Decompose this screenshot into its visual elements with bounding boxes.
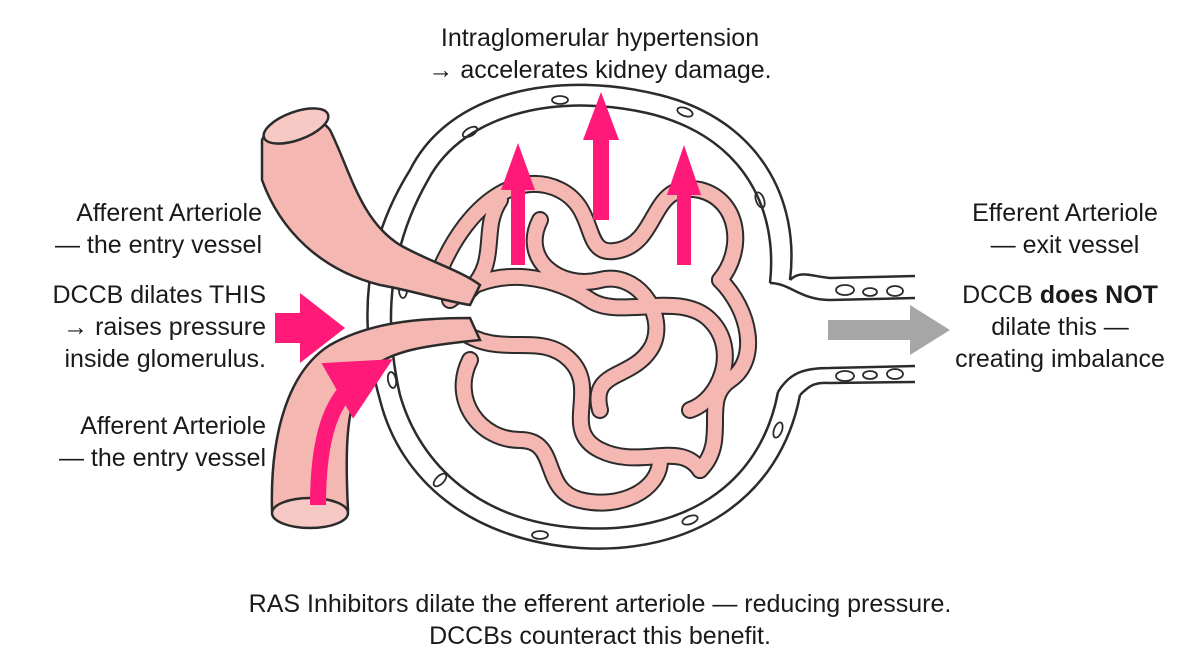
dccb-effect-label: DCCB dilates THIS → raises pressure insi… bbox=[10, 279, 267, 375]
afferent-label-top: Afferent Arteriole — the entry vessel bbox=[10, 197, 262, 261]
dccb-no-effect-line1: DCCB does NOT bbox=[930, 279, 1190, 311]
efferent-arrow bbox=[828, 305, 950, 355]
efferent-line1: Efferent Arteriole bbox=[972, 199, 1158, 227]
dccb-no-effect-prefix: DCCB bbox=[962, 281, 1040, 309]
afferent-label-bottom: Afferent Arteriole — the entry vessel bbox=[10, 410, 266, 474]
afferent-bottom-line1: Afferent Arteriole bbox=[80, 412, 266, 440]
pressure-arrow-center bbox=[583, 92, 619, 220]
pressure-arrows bbox=[501, 92, 701, 265]
capillary-tuft bbox=[431, 174, 758, 512]
dccb-effect-line3: inside glomerulus. bbox=[64, 345, 267, 373]
top-note: Intraglomerular hypertension → accelerat… bbox=[400, 22, 800, 86]
dccb-dilation-arrow bbox=[275, 293, 345, 363]
bottom-note: RAS Inhibitors dilate the efferent arter… bbox=[100, 588, 1100, 652]
afferent-flow-arrow bbox=[310, 359, 393, 506]
bottom-note-line1: RAS Inhibitors dilate the efferent arter… bbox=[248, 590, 952, 618]
bottom-note-line2: DCCBs counteract this benefit. bbox=[429, 622, 771, 650]
bowmans-capsule bbox=[366, 83, 802, 550]
pressure-arrow-left bbox=[501, 143, 535, 265]
afferent-top-line2: — the entry vessel bbox=[54, 231, 262, 259]
dccb-no-effect-line3: creating imbalance bbox=[955, 345, 1165, 373]
efferent-arteriole bbox=[769, 273, 916, 396]
dccb-no-effect-bold: does NOT bbox=[1039, 281, 1158, 309]
afferent-arteriole-upper bbox=[260, 107, 482, 307]
dccb-no-effect-label: DCCB does NOT dilate this — creating imb… bbox=[930, 279, 1190, 375]
dccb-effect-line1: DCCB dilates THIS bbox=[52, 281, 267, 309]
top-note-line1: Intraglomerular hypertension bbox=[440, 24, 760, 52]
efferent-line2: — exit vessel bbox=[990, 231, 1140, 259]
dccb-effect-line2: → raises pressure bbox=[63, 313, 266, 341]
dccb-no-effect-line2: dilate this — bbox=[991, 313, 1129, 341]
afferent-top-line1: Afferent Arteriole bbox=[76, 199, 262, 227]
afferent-bottom-line2: — the entry vessel bbox=[58, 444, 266, 472]
pressure-arrow-right bbox=[667, 145, 701, 265]
top-note-line2: → accelerates kidney damage. bbox=[428, 56, 772, 84]
efferent-label: Efferent Arteriole — exit vessel bbox=[940, 197, 1190, 261]
